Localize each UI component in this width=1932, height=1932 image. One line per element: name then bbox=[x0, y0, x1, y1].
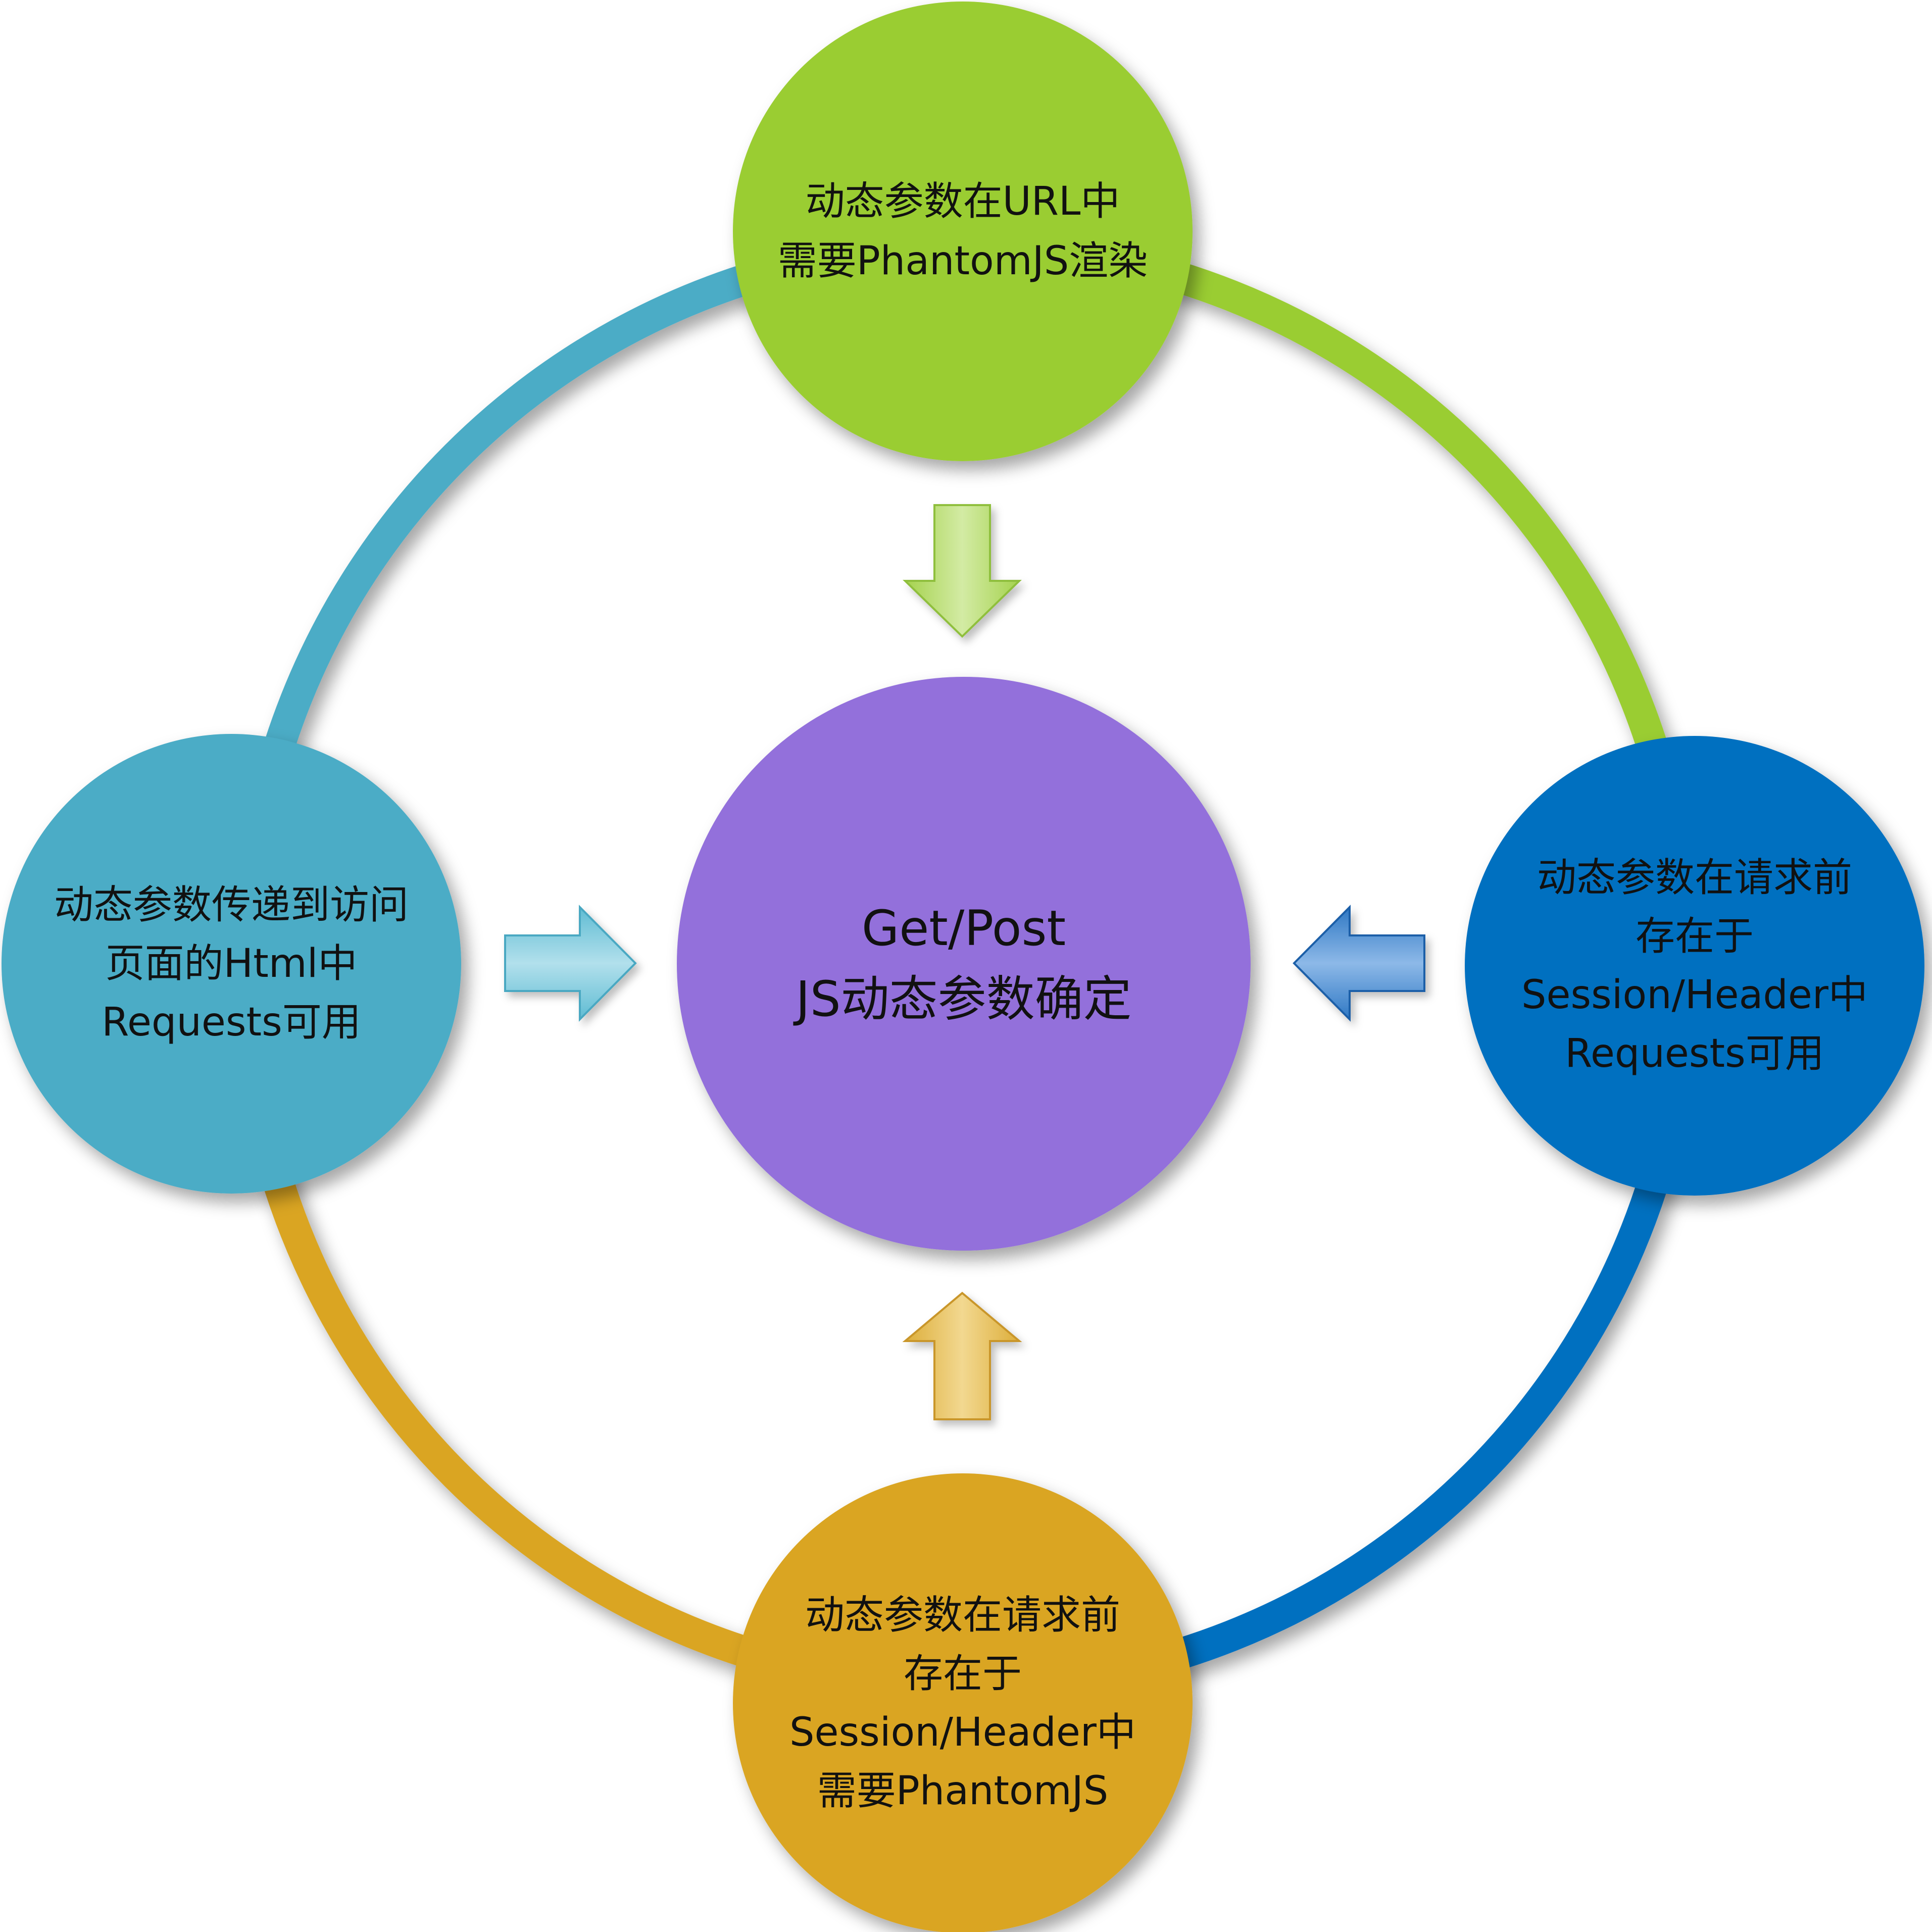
arrows bbox=[504, 504, 1425, 1420]
node-right-label-line: 存在于 bbox=[1636, 914, 1754, 959]
node-left-label-line: Requests可用 bbox=[102, 1000, 361, 1045]
node-center-label-line: JS动态参数确定 bbox=[793, 971, 1131, 1027]
node-top-label-line: 需要PhantomJS渲染 bbox=[778, 238, 1148, 284]
node-bottom-label: 动态参数在请求前存在于 Session/Header中需要PhantomJS bbox=[789, 1593, 1136, 1814]
node-top-label: 动态参数在URL中需要PhantomJS渲染 bbox=[778, 179, 1148, 284]
node-bottom-label-line: 存在于 bbox=[904, 1651, 1022, 1697]
node-bottom-label-line: 需要PhantomJS bbox=[817, 1768, 1109, 1814]
node-bottom-circle bbox=[733, 1473, 1193, 1932]
node-left-label-line: 页面的Html中 bbox=[106, 941, 358, 986]
node-left-label: 动态参数传递到访问页面的Html中 Requests可用 bbox=[54, 882, 409, 1045]
node-top-circle bbox=[733, 2, 1193, 461]
node-top-label-line: 动态参数在URL中 bbox=[806, 179, 1120, 224]
node-bottom-label-line: 动态参数在请求前 bbox=[805, 1593, 1120, 1638]
node-right-label-line: Requests可用 bbox=[1565, 1031, 1824, 1076]
arrow-left-icon bbox=[1293, 905, 1425, 1022]
arrow-up-icon bbox=[902, 1292, 1022, 1420]
node-center-circle bbox=[677, 677, 1251, 1251]
node-left-circle bbox=[2, 734, 461, 1194]
arrow-right-icon bbox=[504, 905, 637, 1022]
node-right-circle bbox=[1465, 736, 1924, 1196]
arrow-down-icon bbox=[903, 504, 1022, 638]
node-center-label-line: Get/Post bbox=[862, 900, 1066, 957]
node-bottom-label-line: Session/Header中 bbox=[789, 1710, 1136, 1755]
node-right-label-line: 动态参数在请求前 bbox=[1537, 855, 1852, 901]
node-left-label-line: 动态参数传递到访问 bbox=[54, 882, 409, 928]
node-right-label-line: Session/Header中 bbox=[1521, 972, 1868, 1018]
node-right-label: 动态参数在请求前存在于 Session/Header中 Requests可用 bbox=[1521, 855, 1868, 1076]
